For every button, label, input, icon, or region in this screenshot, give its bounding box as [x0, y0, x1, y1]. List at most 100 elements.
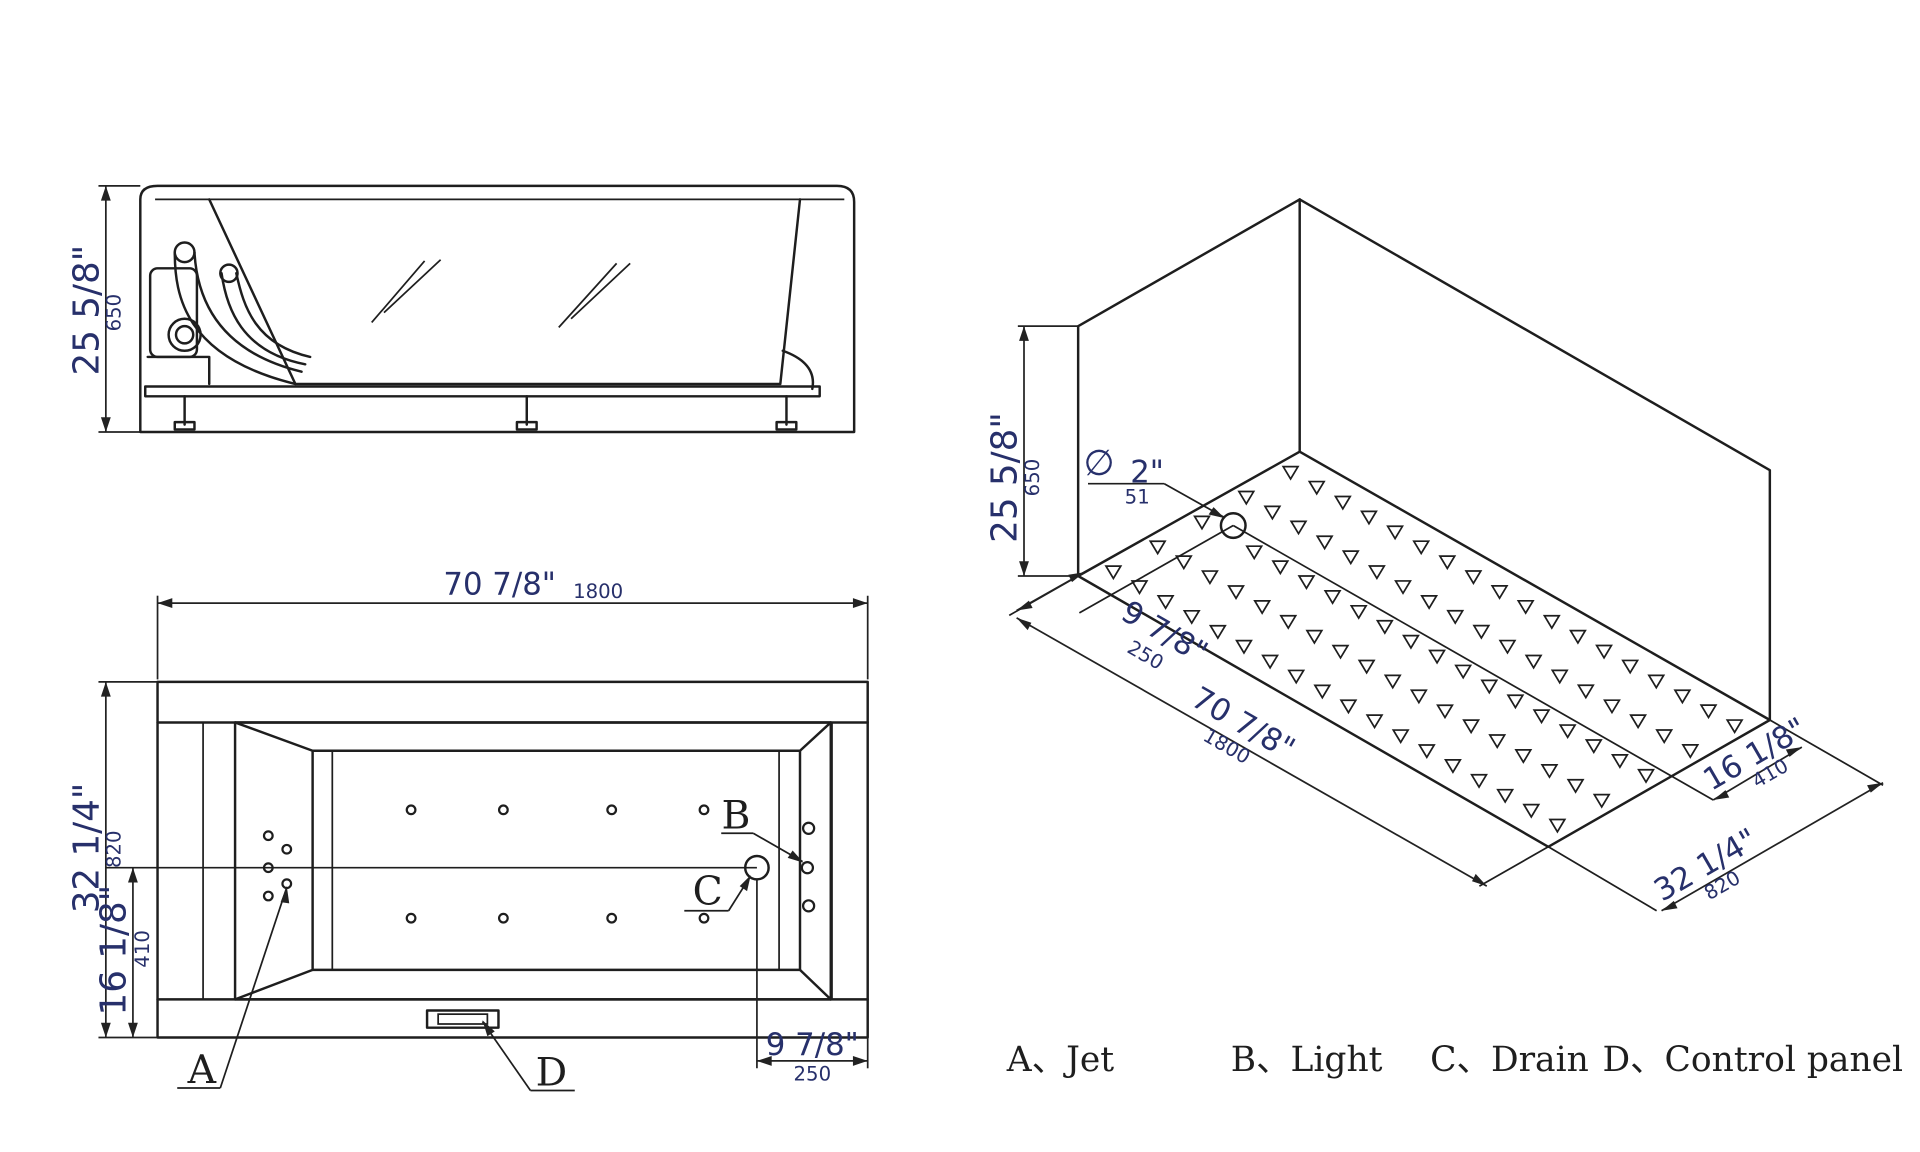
floor-texture-triangle — [1446, 609, 1465, 625]
floor-texture-triangle — [1261, 654, 1279, 670]
pump-outlet-inner — [174, 324, 195, 345]
floor-texture-triangle — [1514, 749, 1533, 764]
jet — [606, 804, 618, 816]
floor-texture-triangle — [1603, 699, 1621, 715]
pipe — [220, 272, 307, 366]
floor-texture-triangle — [1438, 555, 1457, 571]
jet — [698, 912, 710, 924]
floor-texture-triangle — [1584, 739, 1603, 754]
floor-texture-triangle — [1357, 659, 1376, 675]
side-view-outline — [139, 184, 856, 434]
label-b: B — [722, 792, 751, 838]
top-drain-offset-dimension: 16 1/8" 410 — [94, 867, 154, 1038]
floor-texture-triangle — [1227, 585, 1245, 600]
glass-mark — [558, 262, 618, 328]
jet — [497, 804, 509, 816]
top-drain-offset-in: 16 1/8" — [94, 885, 135, 1016]
iso-ext-line — [1478, 846, 1549, 887]
jet — [262, 890, 274, 902]
leaders: A B C D — [177, 792, 804, 1096]
glass-mark — [371, 260, 426, 324]
floor-texture-triangle — [1208, 624, 1227, 640]
top-length-in: 70 7/8" — [443, 566, 556, 602]
floor-texture-triangle — [1540, 763, 1559, 779]
jet — [262, 830, 274, 842]
floor-texture-triangle — [1375, 619, 1394, 635]
iso-ext-line — [1769, 719, 1884, 786]
jet — [281, 843, 293, 855]
top-width-dimension: 32 1/4" 820 — [66, 680, 158, 1039]
floor-texture-triangle — [1454, 664, 1473, 680]
floor-texture-triangle — [1428, 649, 1446, 665]
floor-texture-triangle — [1725, 719, 1744, 735]
floor-texture-triangle — [1402, 634, 1420, 650]
iso-drain-dia-in: 2" — [1130, 454, 1164, 490]
iso-floor-pattern — [1104, 465, 1744, 834]
floor-texture-triangle — [1490, 585, 1509, 600]
iso-drain — [1219, 512, 1247, 540]
floor-texture-triangle — [1595, 644, 1613, 660]
basin-corner — [233, 968, 314, 1001]
floor-texture-triangle — [1532, 709, 1551, 725]
side-height-in: 25 5/8" — [66, 245, 107, 376]
iso-height-mm: 650 — [1021, 459, 1044, 497]
floor-texture-triangle — [1367, 565, 1386, 581]
iso-height-dimension: 25 5/8" 650 — [985, 325, 1079, 577]
floor-texture-triangle — [1245, 545, 1264, 561]
floor-texture-triangle — [1681, 744, 1700, 759]
iso-drain-symbol: ∅ — [1084, 443, 1115, 484]
floor-texture-triangle — [1488, 734, 1507, 749]
iso-drain-offset-dimension: 16 1/8" 410 — [1697, 711, 1813, 801]
floor-texture-triangle — [1323, 590, 1342, 605]
iso-ext-line — [1078, 524, 1234, 614]
floor-texture-triangle — [1610, 754, 1629, 769]
top-view: 70 7/8" 1800 — [66, 566, 869, 1096]
drain-curve — [781, 349, 815, 391]
basin-corner — [233, 721, 314, 753]
top-length-dimension: 70 7/8" 1800 — [156, 566, 869, 680]
leg-foot — [515, 420, 538, 431]
leg-foot — [775, 420, 798, 431]
floor-texture-triangle — [1305, 629, 1324, 645]
jet — [801, 899, 816, 913]
jet — [606, 912, 618, 924]
floor-texture-triangle — [1333, 495, 1352, 511]
jet — [405, 912, 417, 924]
top-width-in: 32 1/4" — [66, 783, 107, 914]
basin-floor — [311, 749, 802, 972]
pump-assembly — [146, 241, 815, 391]
jet — [405, 804, 417, 816]
floor-texture-triangle — [1409, 689, 1428, 705]
pipe — [193, 251, 303, 373]
legend: A、Jet B、Light C、Drain D、Control panel — [1006, 1040, 1903, 1080]
side-view: 25 5/8" 650 — [66, 184, 856, 434]
floor-texture-triangle — [1263, 505, 1282, 521]
floor-texture-triangle — [1647, 674, 1666, 690]
iso-drain-centerline — [1232, 524, 1714, 801]
jet — [801, 821, 816, 835]
top-drain-edge-in: 9 7/8" — [766, 1027, 859, 1063]
floor-texture-triangle — [1193, 515, 1211, 531]
floor-texture-triangle — [1496, 788, 1515, 804]
iso-ext-line — [1547, 846, 1658, 912]
side-height-dimension: 25 5/8" 650 — [66, 184, 141, 433]
floor-texture-triangle — [1394, 580, 1412, 595]
jet — [698, 804, 710, 816]
floor-texture-triangle — [1104, 565, 1123, 581]
floor-texture-triangle — [1360, 510, 1378, 526]
floor-texture-triangle — [1480, 679, 1499, 695]
pipe-end — [173, 241, 196, 264]
leader-a — [219, 887, 288, 1089]
legend-drain: C、Drain — [1430, 1040, 1589, 1080]
floor-texture-triangle — [1462, 719, 1481, 735]
side-height-mm: 650 — [103, 294, 126, 332]
floor-texture-triangle — [1271, 560, 1290, 576]
floor-texture-triangle — [1576, 684, 1595, 700]
iso-drain-dia-mm: 51 — [1125, 485, 1150, 508]
floor-texture-triangle — [1289, 520, 1308, 536]
floor-texture-triangle — [1307, 480, 1326, 496]
iso-view: ∅ 2" 51 25 5/8" 650 9 7/8" 250 — [985, 198, 1884, 912]
floor-texture-triangle — [1621, 659, 1640, 675]
jet — [497, 912, 509, 924]
